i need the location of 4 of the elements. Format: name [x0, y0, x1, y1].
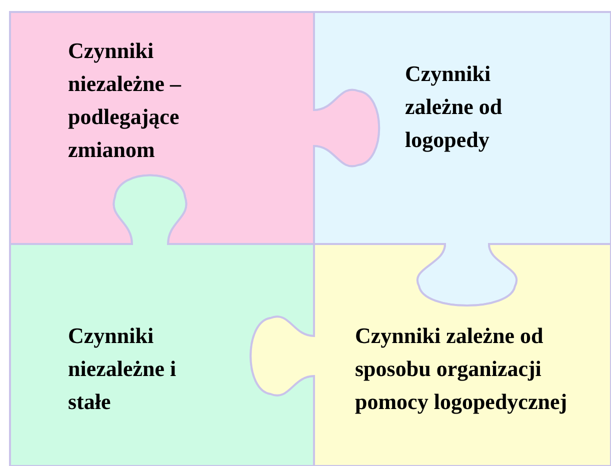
piece-label: Czynniki zależne od sposobu organizacji pomocy logopedycznej	[355, 322, 568, 416]
piece-label: Czynniki zależne od logopedy	[405, 60, 504, 154]
piece-label: Czynniki niezależne – podlegające zmianom	[68, 37, 182, 164]
piece-label: Czynniki niezależne i stałe	[68, 322, 178, 416]
